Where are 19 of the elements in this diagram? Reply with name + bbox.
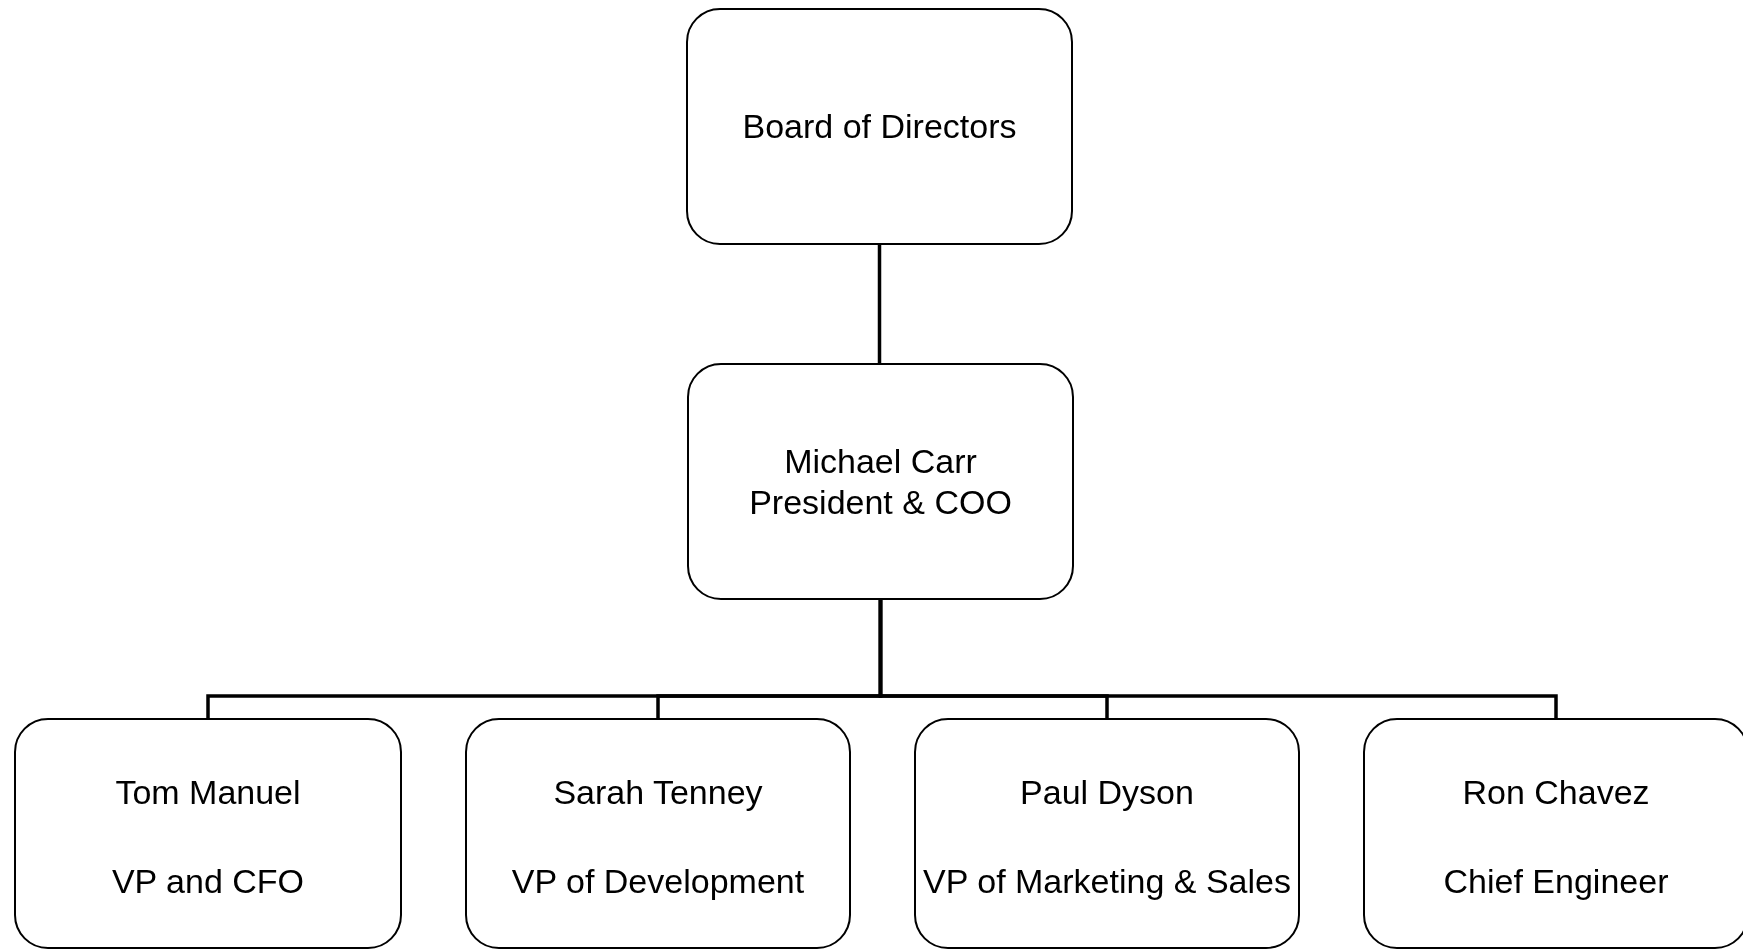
job-title: VP of Marketing & Sales [923,860,1291,902]
person-name: Paul Dyson [1020,772,1194,813]
connector-line [878,600,1558,718]
org-box [465,718,851,949]
org-box [914,718,1300,949]
org-box [14,718,402,949]
box-label: Michael Carr [784,440,977,482]
person-name: Ron Chavez [1462,772,1650,813]
org-box [686,8,1073,245]
connector-line [877,245,882,363]
job-title: Chief Engineer [1443,860,1669,902]
box-label: Board of Directors [742,106,1017,147]
person-name: Sarah Tenney [553,772,763,813]
org-box [687,363,1074,600]
job-title: VP of Development [511,860,805,902]
person-name: Tom Manuel [115,772,301,813]
org-box [1363,718,1743,949]
job-title: President & COO [749,481,1012,523]
job-title: VP and CFO [111,860,305,902]
